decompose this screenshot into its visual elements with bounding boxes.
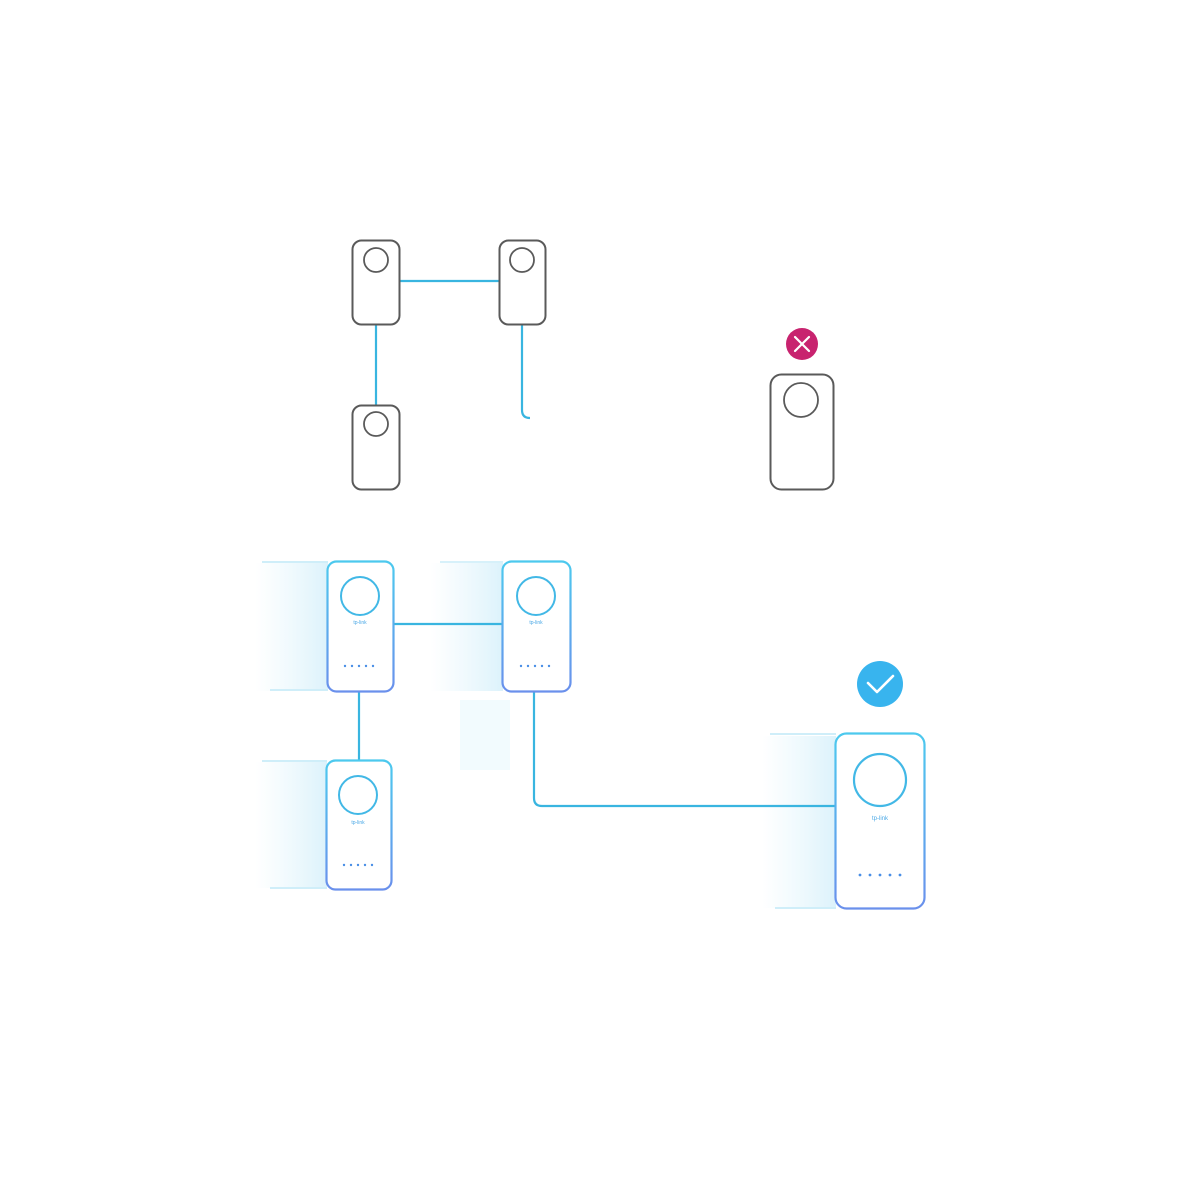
- glow-trail-1: [255, 561, 328, 691]
- bottom-device-1: tp-link: [326, 560, 395, 693]
- cross-icon: [786, 328, 818, 360]
- top-device-4: [769, 373, 835, 491]
- top-device-2: [498, 239, 547, 326]
- device-logo: tp-link: [351, 820, 365, 826]
- glow-trail-4: [762, 733, 836, 909]
- device-logo: tp-link: [529, 620, 543, 626]
- top-device-1: [351, 239, 401, 326]
- top-scenario: [351, 239, 835, 491]
- device-logo: tp-link: [353, 620, 367, 626]
- bottom-device-4: tp-link: [834, 732, 926, 910]
- link-bottom-2-4: [532, 690, 836, 808]
- bottom-device-2: tp-link: [501, 560, 572, 693]
- bottom-device-3: tp-link: [325, 759, 393, 891]
- link-top-2-4-segment: [520, 324, 531, 420]
- checkmark-icon: [857, 661, 903, 707]
- glow-trail-3: [255, 760, 327, 889]
- bottom-scenario: tp-link tp-link tp-link: [255, 560, 926, 910]
- device-logo: tp-link: [872, 816, 889, 822]
- glow-trail-2: [430, 561, 503, 691]
- glow-trail-under: [460, 700, 510, 770]
- top-device-3: [351, 404, 401, 491]
